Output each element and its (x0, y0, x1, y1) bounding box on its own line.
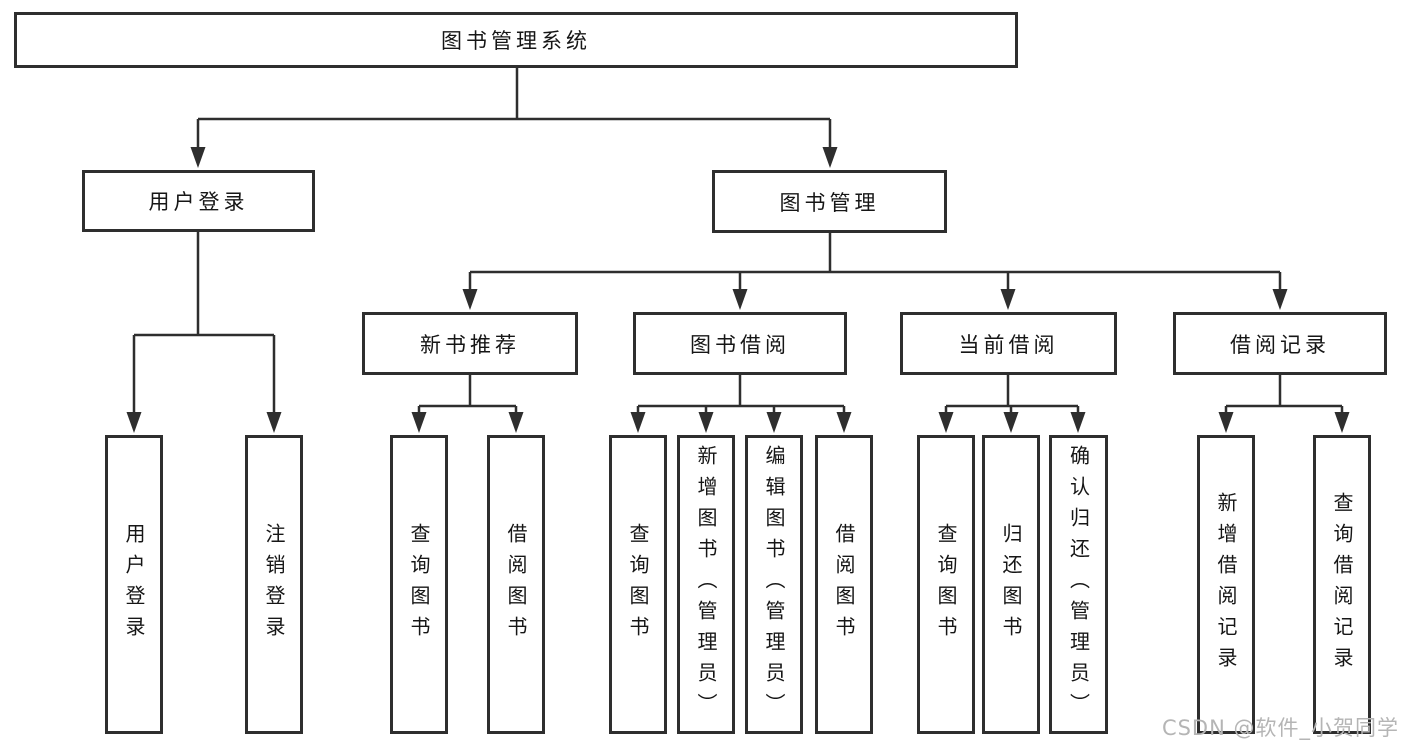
node-book-management: 图书管理 (712, 170, 947, 233)
connector-root-to-level2 (196, 68, 832, 150)
leaf-borrow-books: 借阅图书 (487, 435, 545, 734)
arrowhead (1000, 289, 1016, 310)
leaf-query-books: 查询图书 (917, 435, 975, 734)
arrowhead (836, 412, 852, 433)
arrowhead (822, 147, 838, 168)
arrowhead (1070, 412, 1086, 433)
node-user-login: 用户登录 (82, 170, 315, 232)
leaf-user-login: 用户登录 (105, 435, 163, 734)
arrowhead (411, 412, 427, 433)
connector-borrow-record-to-leaves (1224, 375, 1344, 415)
leaf-query-books: 查询图书 (609, 435, 667, 734)
leaf-add-books-admin: 新增图书（管理员） (677, 435, 735, 734)
arrowhead (1334, 412, 1350, 433)
arrowhead (766, 412, 782, 433)
leaf-logout: 注销登录 (245, 435, 303, 734)
node-current-borrow: 当前借阅 (900, 312, 1117, 375)
connector-book-management-to-level3 (468, 233, 1282, 292)
arrowhead (190, 147, 206, 168)
arrowhead (1003, 412, 1019, 433)
leaf-query-books: 查询图书 (390, 435, 448, 734)
connector-current-borrow-to-leaves (944, 375, 1080, 415)
arrowhead (698, 412, 714, 433)
leaf-edit-books-admin: 编辑图书（管理员） (745, 435, 803, 734)
connector-book-borrow-to-leaves (636, 375, 846, 415)
leaf-add-borrow-record: 新增借阅记录 (1197, 435, 1255, 734)
leaf-confirm-return-admin: 确认归还（管理员） (1049, 435, 1108, 734)
leaf-return-books: 归还图书 (982, 435, 1040, 734)
arrowhead (630, 412, 646, 433)
node-borrow-record: 借阅记录 (1173, 312, 1387, 375)
leaf-borrow-books: 借阅图书 (815, 435, 873, 734)
arrowhead (1272, 289, 1288, 310)
arrowhead (508, 412, 524, 433)
arrowhead (732, 289, 748, 310)
arrowhead (1218, 412, 1234, 433)
arrowhead (462, 289, 478, 310)
arrowhead (938, 412, 954, 433)
connector-new-book-to-leaves (417, 375, 518, 415)
leaf-query-borrow-record: 查询借阅记录 (1313, 435, 1371, 734)
node-system-root: 图书管理系统 (14, 12, 1018, 68)
node-book-borrow: 图书借阅 (633, 312, 847, 375)
connector-user-login-to-leaves (132, 232, 276, 415)
arrowhead (266, 412, 282, 433)
arrowhead (126, 412, 142, 433)
node-new-book-recommend: 新书推荐 (362, 312, 578, 375)
